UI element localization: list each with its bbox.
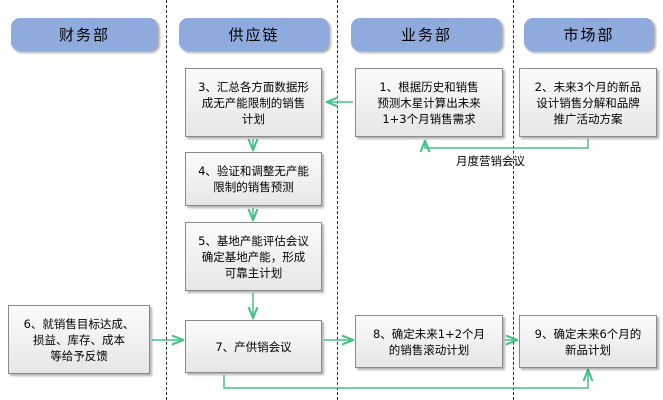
node-line: 7、产供销会议 [215, 339, 292, 354]
node-line: 等给予反馈 [50, 348, 108, 363]
lane-header-label: 市场部 [563, 26, 615, 44]
lane-header-label: 供应链 [228, 26, 280, 44]
node-line: 的销售滚动计划 [388, 342, 470, 357]
lane-header-finance: 财务部 [11, 18, 158, 51]
node-line: 4、验证和调整无产能 [198, 164, 309, 178]
node-line: 成无产能限制的销售 [201, 95, 306, 110]
lane-header-marketing: 市场部 [524, 18, 654, 51]
node-line: 确定基地产能，形成 [201, 249, 306, 264]
node-line: 2、未来3个月的新品 [534, 79, 642, 94]
node-line: 预测木星计算出未来 [377, 95, 481, 110]
node-line: 6、就销售目标达成、 [23, 316, 135, 331]
lane-divider-1 [166, 0, 167, 400]
process-node-3[interactable]: 3、汇总各方面数据形 成无产能限制的销售 计划 [185, 68, 322, 137]
process-node-6[interactable]: 6、就销售目标达成、 损益、库存、成本 等给予反馈 [8, 305, 150, 374]
lane-header-label: 财务部 [58, 26, 110, 44]
node-line: 损益、库存、成本 [32, 332, 125, 347]
lane-header-label: 业务部 [400, 26, 452, 44]
process-node-9[interactable]: 9、确定未来6个月的 新品计划 [519, 315, 657, 368]
node-line: 8、确定未来1+2个月 [372, 326, 486, 341]
process-node-1[interactable]: 1、根据历史和销售 预测木星计算出未来 1+3个月销售需求 [355, 68, 503, 137]
node-line: 可靠主计划 [224, 265, 283, 280]
connector-c2-to-1 [425, 139, 589, 148]
process-node-8[interactable]: 8、确定未来1+2个月 的销售滚动计划 [355, 315, 503, 368]
process-node-7[interactable]: 7、产供销会议 [185, 320, 322, 373]
process-node-2[interactable]: 2、未来3个月的新品 设计销售分解和品牌 推广活动方案 [519, 68, 657, 137]
lane-header-business: 业务部 [351, 18, 502, 51]
node-line: 1、根据历史和销售 [379, 79, 479, 94]
process-node-5[interactable]: 5、基地产能评估会议 确定基地产能，形成 可靠主计划 [185, 222, 322, 291]
node-line: 设计销售分解和品牌 [536, 95, 640, 110]
node-line: 推广活动方案 [553, 111, 623, 126]
node-line: 3、汇总各方面数据形 [198, 79, 309, 94]
connector-label-text: 月度营销会议 [456, 154, 525, 168]
node-line: 9、确定未来6个月的 [534, 326, 642, 341]
node-line: 1+3个月销售需求 [382, 111, 476, 126]
connector-label-monthly-marketing-meeting: 月度营销会议 [456, 153, 525, 169]
lane-divider-3 [513, 0, 514, 400]
node-line: 新品计划 [564, 342, 611, 357]
lane-divider-2 [337, 0, 338, 400]
node-line: 限制的销售预测 [213, 180, 294, 194]
node-line: 5、基地产能评估会议 [198, 233, 309, 248]
lane-header-supply-chain: 供应链 [179, 18, 329, 51]
node-line: 计划 [241, 111, 265, 126]
process-node-4[interactable]: 4、验证和调整无产能 限制的销售预测 [185, 152, 322, 206]
